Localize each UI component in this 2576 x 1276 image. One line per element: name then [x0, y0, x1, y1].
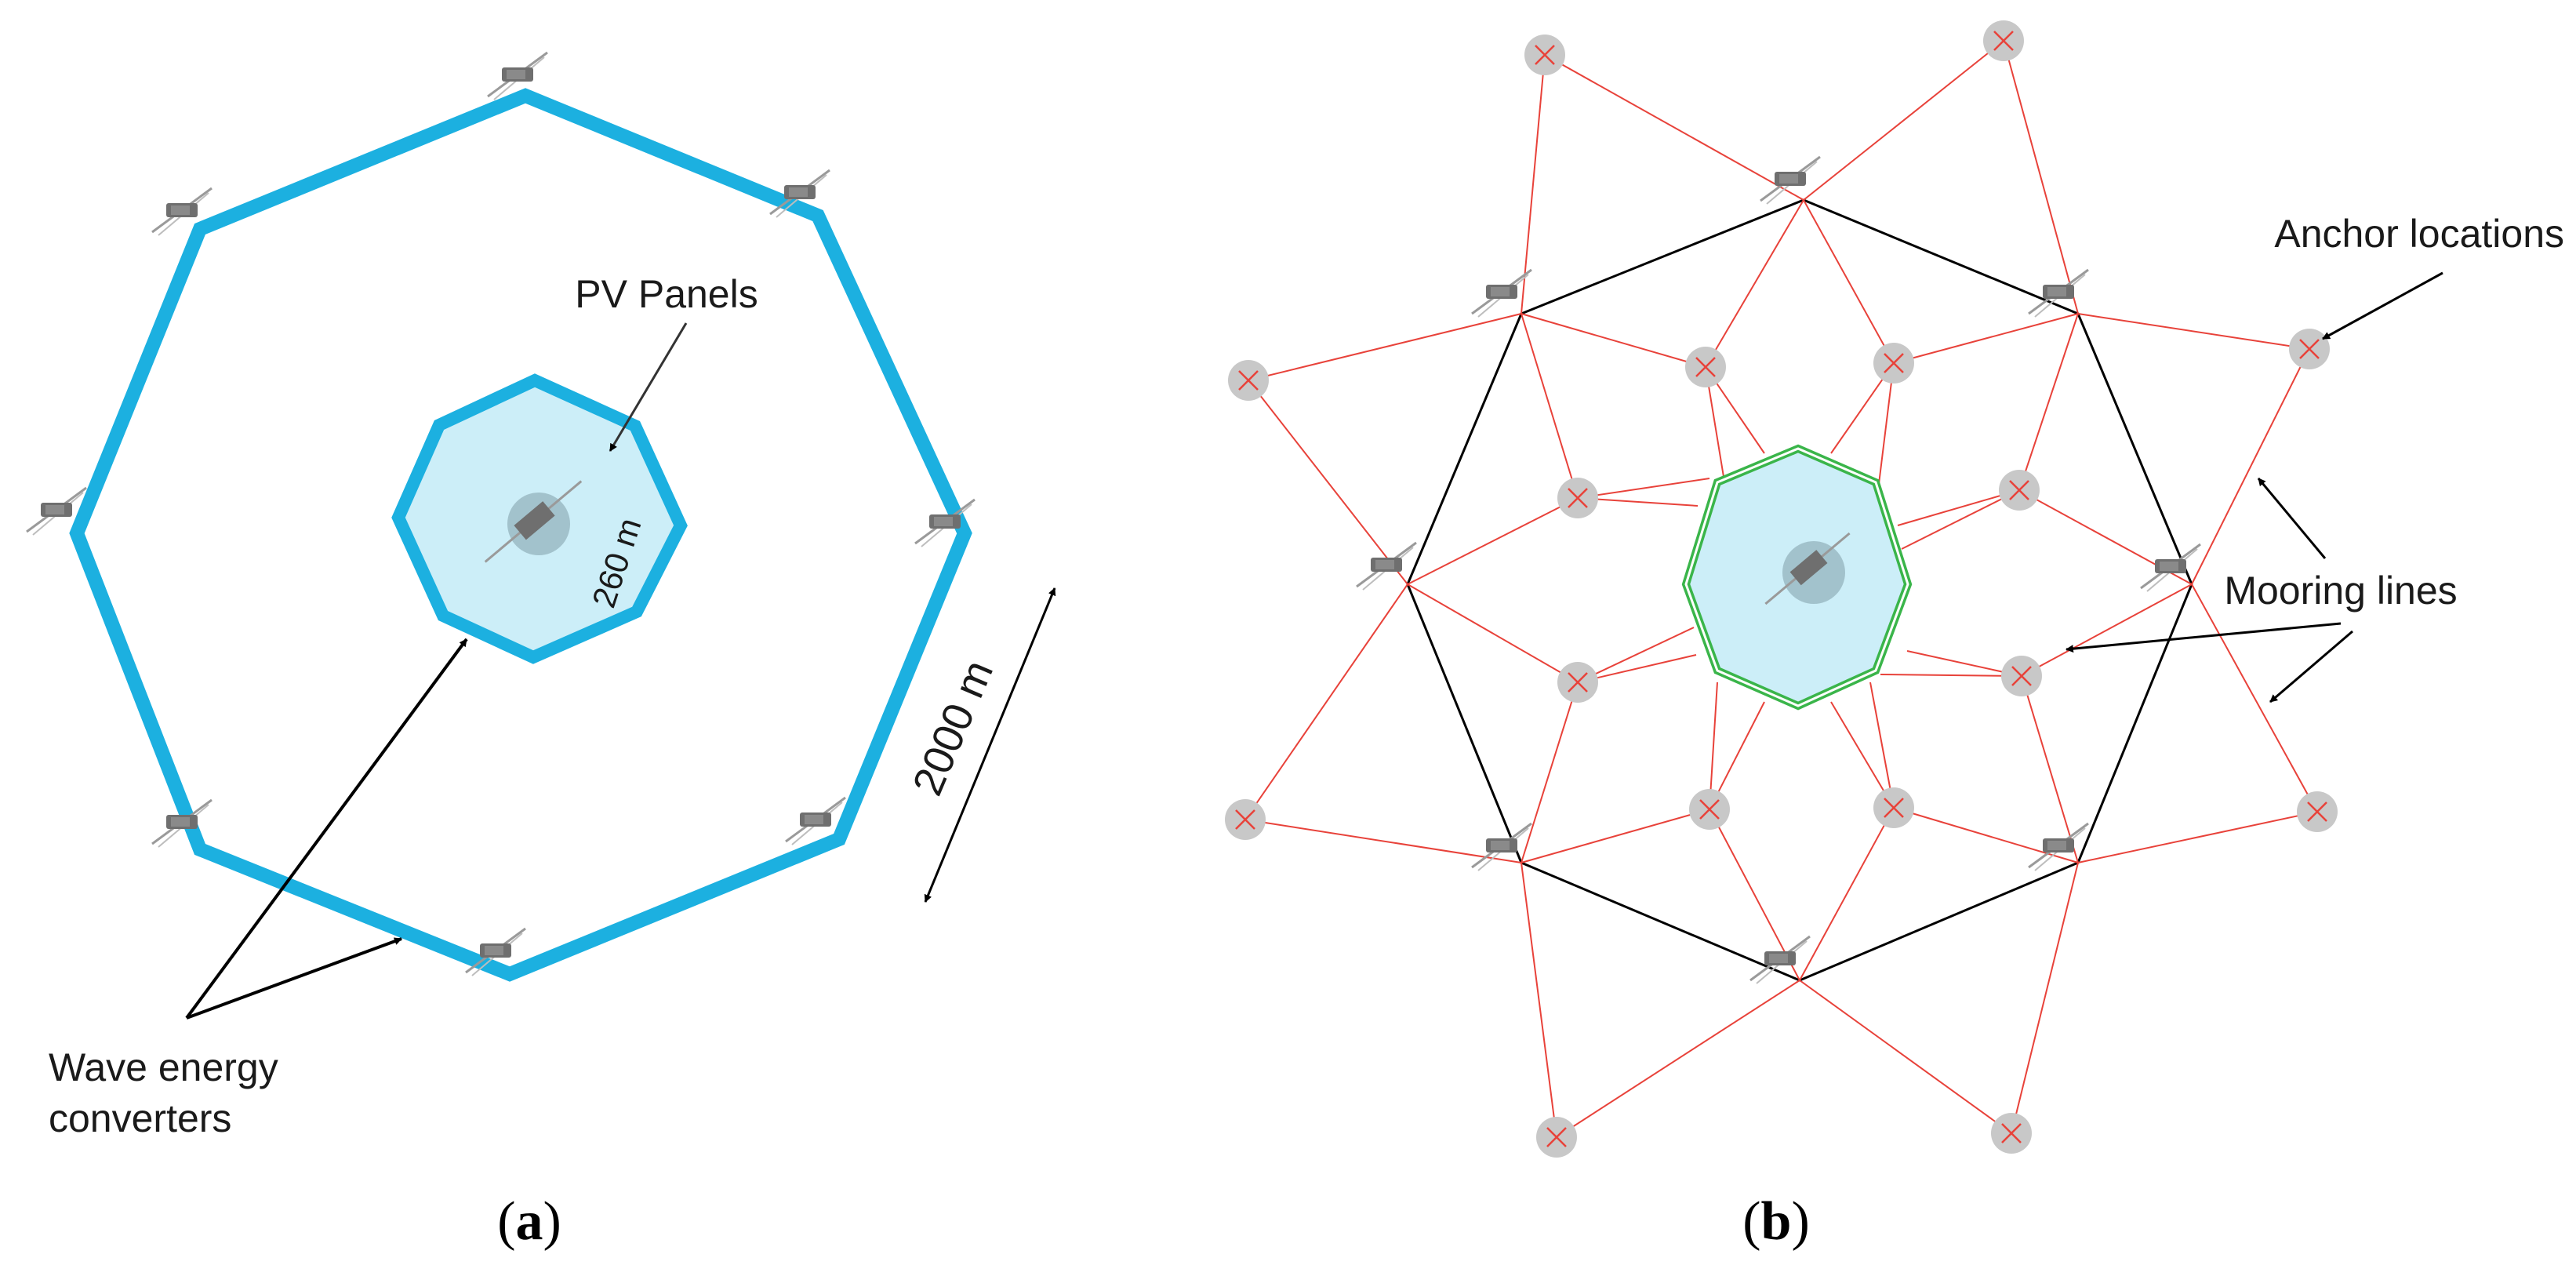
panel-a-letter: a [516, 1191, 543, 1252]
anchor-marker [2289, 329, 2330, 369]
anchor-marker [2297, 791, 2338, 832]
panel-a: PV Panels 260 m 2000 m Wave energy conve… [25, 51, 1056, 1252]
anchor-marker [1873, 787, 1914, 828]
mooring-lines-arrows [2066, 478, 2353, 703]
anchor-marker [1983, 20, 2024, 61]
wec-icon [2027, 268, 2090, 318]
anchor-marker [2001, 656, 2042, 696]
anchor-marker [1557, 662, 1598, 703]
wec-label: Wave energy converters [49, 1045, 289, 1140]
hub-wec-icon [484, 480, 583, 563]
wec-label-line1: Wave energy [49, 1045, 278, 1089]
mooring-lines-label: Mooring lines [2224, 569, 2457, 613]
anchor-marker [1228, 360, 1269, 401]
wec-icon [2027, 822, 2090, 872]
anchor-marker [1999, 470, 2040, 511]
panel-b-letter: b [1761, 1191, 1792, 1252]
svg-text:2000 m: 2000 m [904, 653, 1003, 802]
wec-label-line2: converters [49, 1096, 231, 1140]
pv-panels-arrow [609, 322, 688, 452]
panel-a-caption: (a) [497, 1191, 561, 1252]
anchor-marker [1991, 1113, 2032, 1154]
mooring-lines [1244, 40, 2318, 1138]
hub-wec-icon-b [1764, 532, 1851, 605]
anchor-marker [1524, 35, 1565, 75]
anchors [1225, 20, 2338, 1158]
panel-b-caption: (b) [1742, 1191, 1810, 1252]
pv-panels-label: PV Panels [575, 272, 758, 316]
anchor-locations-label: Anchor locations [2274, 212, 2564, 256]
anchor-marker [1873, 343, 1914, 384]
anchor-marker [1557, 478, 1598, 518]
panel-b: Anchor locations Mooring lines (b) [1225, 20, 2564, 1252]
anchor-locations-arrow [2322, 271, 2443, 340]
wec-arrows [185, 638, 468, 1020]
outer-wec-ring [69, 88, 972, 982]
anchor-marker [1536, 1117, 1577, 1158]
anchor-marker [1685, 347, 1726, 387]
anchor-marker [1225, 799, 1266, 840]
anchor-marker [1689, 789, 1730, 830]
